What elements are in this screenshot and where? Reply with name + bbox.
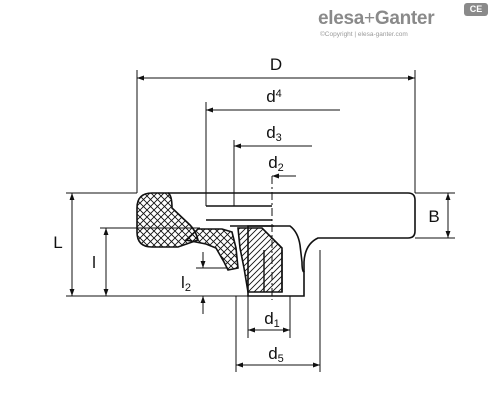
- extension-lines: [66, 70, 455, 372]
- brand-logo: elesa+Ganter: [318, 8, 435, 30]
- brand-name-left: elesa: [318, 8, 365, 29]
- rim-section: [136, 192, 199, 248]
- label-l2: l2: [181, 273, 191, 294]
- dimension-lines: [69, 75, 451, 368]
- bore-lines: [230, 225, 283, 292]
- hub-insert-section: [237, 227, 283, 293]
- label-d4: d4: [266, 87, 282, 106]
- label-B: B: [428, 207, 439, 226]
- spoke-section: [184, 228, 239, 271]
- certification-mark: CE: [464, 3, 488, 16]
- label-d1: d1: [264, 309, 280, 330]
- label-d5: d5: [268, 344, 284, 365]
- brand-name-right: Ganter: [374, 8, 435, 29]
- label-d3: d3: [266, 123, 282, 144]
- label-L: L: [53, 233, 62, 252]
- brand-plus: +: [364, 8, 375, 29]
- copyright-text: ©Copyright | elesa-ganter.com: [320, 31, 408, 38]
- label-D: D: [270, 55, 282, 74]
- handwheel-profile: [168, 192, 416, 297]
- label-l: l: [92, 253, 96, 272]
- label-d2: d2: [268, 153, 284, 174]
